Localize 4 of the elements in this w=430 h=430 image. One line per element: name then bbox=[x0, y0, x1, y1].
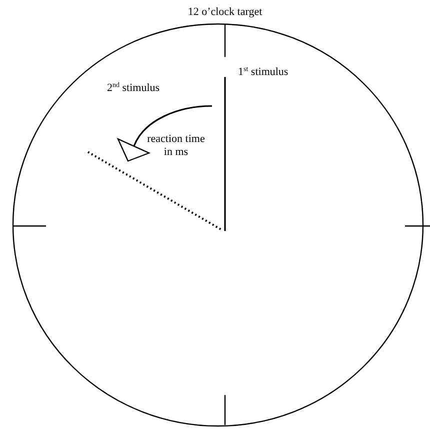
target-label: 12 o’clock target bbox=[188, 6, 262, 19]
stimulus-label: 2$^{nd}$ stimulus bbox=[107, 82, 160, 95]
reaction-time-label: reaction time in ms bbox=[146, 133, 206, 159]
stimulus-label: 1$^{st}$ stimulus bbox=[238, 66, 288, 79]
